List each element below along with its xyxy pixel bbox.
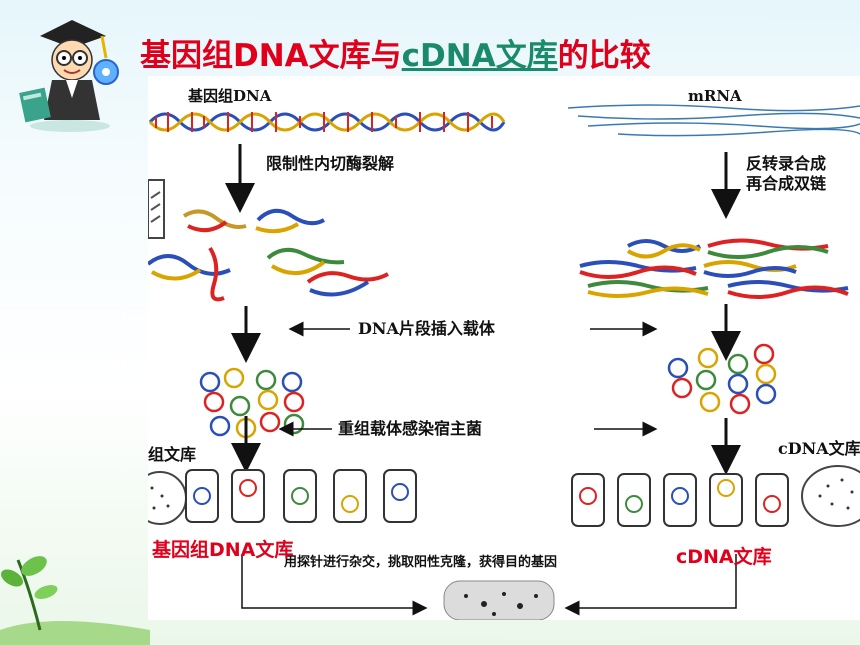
title-part1: 基因组DNA文库与 — [140, 38, 402, 74]
slide-title: 基因组DNA文库与cDNA文库的比较 — [140, 30, 651, 75]
right-step-label-2: 再合成双链 — [746, 174, 827, 193]
left-plasmid-cluster — [199, 367, 305, 439]
cd-disc-icon — [93, 59, 119, 85]
left-petri-dish — [148, 471, 187, 525]
mascot-teacher-icon — [19, 20, 119, 132]
left-source-label: 基因组DNA — [187, 87, 272, 105]
library-comparison-diagram: 基因组DNA mRNA 限制性内切酶裂解 反转录合成 再合成双链 — [148, 76, 860, 620]
right-petri-dish — [801, 465, 860, 527]
left-library-caption: 组文库 — [148, 445, 196, 464]
genomic-dna-helix — [148, 112, 506, 132]
title-link-cdna[interactable]: cDNA文库 — [401, 38, 558, 74]
plant-sprout-icon — [0, 556, 150, 645]
cdna-fragments — [579, 238, 849, 299]
right-plasmid-cluster — [667, 343, 777, 415]
left-bacteria-row — [185, 469, 417, 523]
genomic-dna-fragments — [148, 208, 389, 302]
right-bacteria-row — [571, 473, 789, 527]
cdna-library-label: cDNA文库 — [676, 546, 772, 568]
hybridization-film — [443, 580, 555, 620]
hybridization-step-label: 用探针进行杂交，挑取阳性克隆，获得目的基因 — [283, 554, 557, 570]
middle-step-2-label: 重组载体感染宿主菌 — [338, 419, 482, 438]
test-tube-icon — [148, 179, 165, 239]
left-bottom-connector — [241, 554, 428, 616]
middle-step-1-label: DNA片段插入载体 — [358, 319, 496, 338]
left-step-label: 限制性内切酶裂解 — [266, 154, 394, 173]
right-bottom-connector — [564, 554, 737, 616]
genomic-library-label: 基因组DNA文库 — [152, 539, 294, 561]
right-source-label: mRNA — [688, 87, 742, 105]
mrna-strands — [567, 104, 860, 137]
title-part2: 的比较 — [557, 38, 651, 74]
right-library-caption: cDNA文库 — [778, 439, 860, 458]
right-step-label-1: 反转录合成 — [746, 154, 826, 173]
